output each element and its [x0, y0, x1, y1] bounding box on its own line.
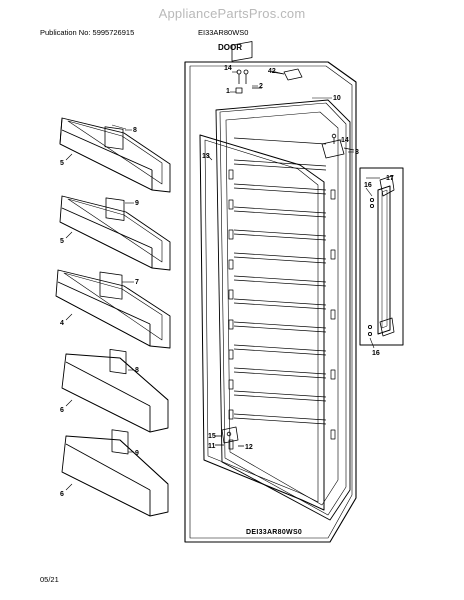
callout-16-top: 16 — [364, 182, 372, 189]
callout-6-first: 6 — [60, 407, 64, 414]
callout-17: 17 — [386, 175, 394, 182]
door-bin-3 — [55, 269, 171, 349]
liner-shelf-ribs — [233, 137, 327, 425]
door-gasket — [199, 134, 325, 511]
bottom-hinge-assembly — [215, 426, 244, 447]
callout-3: 3 — [355, 149, 359, 156]
callout-9-top: 9 — [135, 200, 139, 207]
callout-14-right: 14 — [341, 137, 349, 144]
section-title: DOOR — [218, 43, 242, 52]
callout-13: 13 — [202, 153, 210, 160]
door-bin-2 — [59, 195, 171, 271]
callout-5-first: 5 — [60, 160, 64, 167]
inner-door-liner — [215, 99, 351, 521]
callout-14-top: 14 — [224, 65, 232, 72]
callout-6-second: 6 — [60, 491, 64, 498]
right-hinge-bracket — [321, 133, 355, 159]
liner-bin-studs — [228, 169, 336, 450]
diagram-model-tag: DEI33AR80WS0 — [246, 529, 303, 536]
callout-2: 2 — [259, 83, 263, 90]
callout-8-top: 8 — [133, 127, 137, 134]
model-number: EI33AR80WS0 — [198, 28, 249, 37]
callout-leaders — [65, 70, 380, 491]
callout-4: 4 — [60, 320, 64, 327]
door-bin-5 — [61, 429, 169, 517]
callout-1: 1 — [226, 88, 230, 95]
callout-15: 15 — [208, 433, 216, 440]
publication-number: Publication No: 5995726915 — [40, 28, 135, 37]
door-bin-1 — [59, 117, 171, 193]
top-hinge-assembly — [231, 41, 303, 94]
watermark: AppliancePartsPros.com — [158, 6, 306, 21]
door-bin-4 — [61, 349, 169, 433]
callout-12: 12 — [245, 444, 253, 451]
callout-42: 42 — [268, 68, 276, 75]
outer-door-panel — [184, 61, 357, 543]
footer-date: 05/21 — [40, 575, 59, 584]
callout-7: 7 — [135, 279, 139, 286]
callout-10: 10 — [333, 95, 341, 102]
door-handle — [359, 167, 404, 346]
callout-5-second: 5 — [60, 238, 64, 245]
callout-8-bottom: 8 — [135, 367, 139, 374]
callout-11: 11 — [208, 443, 216, 450]
callout-16-bottom: 16 — [372, 350, 380, 357]
callout-9-bottom: 9 — [135, 450, 139, 457]
